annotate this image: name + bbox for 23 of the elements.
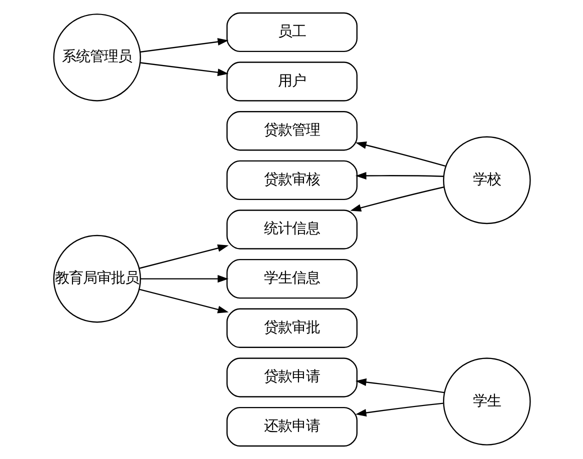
node-box: 贷款审核 — [226, 160, 358, 200]
arrow — [354, 378, 444, 394]
arrow — [354, 402, 443, 417]
node-box: 贷款申请 — [226, 358, 358, 398]
node-circle: 学校 — [442, 136, 530, 224]
arrow — [140, 38, 228, 53]
node-box: 员工 — [226, 12, 358, 52]
node-box: 还款申请 — [226, 406, 358, 447]
node-box: 学生信息 — [226, 258, 358, 299]
arrow — [138, 288, 228, 314]
arrow — [350, 186, 444, 212]
node-circle: 学生 — [442, 358, 530, 446]
arrow — [140, 275, 228, 283]
arrow — [354, 172, 444, 180]
node-circle: 系统管理员 — [52, 14, 141, 102]
node-box: 用户 — [226, 62, 358, 102]
node-circle: 教育局审批员 — [52, 234, 141, 323]
node-box: 统计信息 — [226, 210, 358, 250]
arrow — [355, 141, 446, 167]
arrow — [138, 244, 228, 269]
arrow — [140, 62, 228, 76]
node-box: 贷款管理 — [226, 111, 358, 151]
node-box: 贷款审批 — [226, 308, 358, 348]
